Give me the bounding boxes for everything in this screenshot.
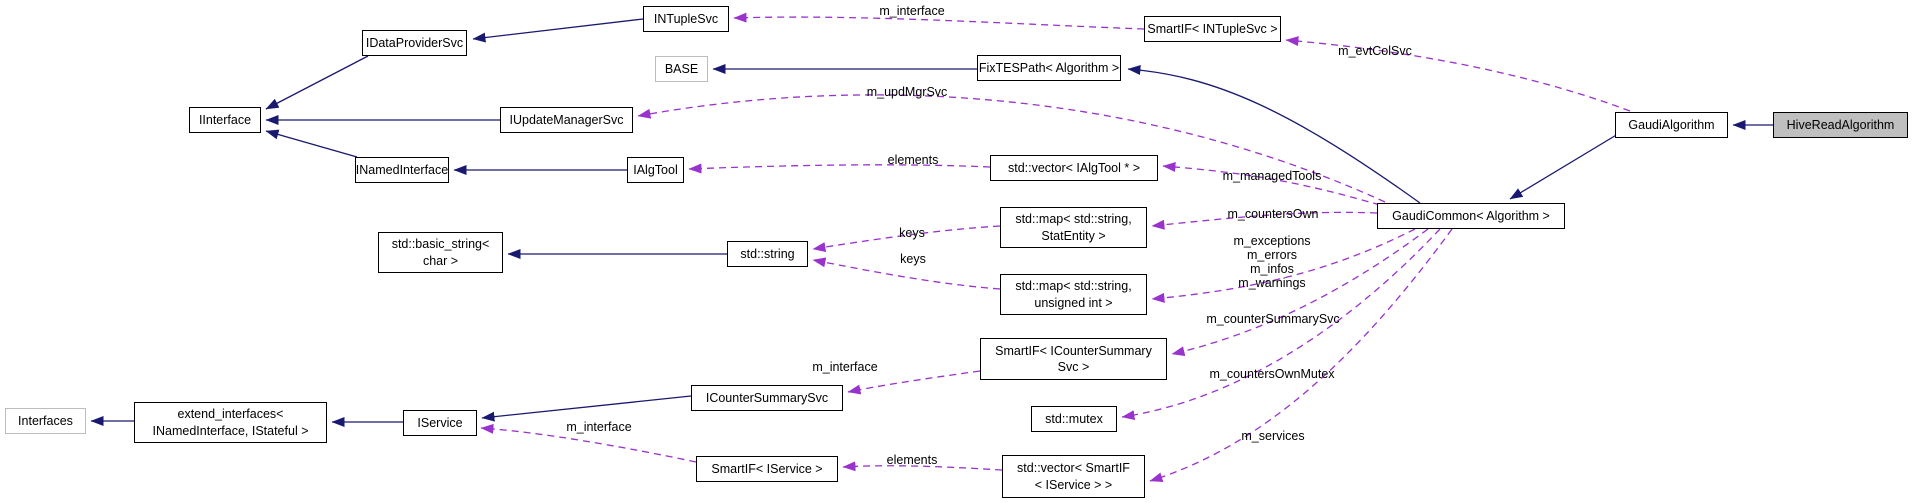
edge-label-m-interface-icountersummarysvc: m_interface [812, 360, 878, 374]
node-smartif-intuplesvc[interactable]: SmartIF< INTupleSvc > [1144, 16, 1281, 42]
edge-usage-mapstatentity-stdstring [812, 225, 1001, 252]
edge-inherit-inamedinterface-iinterface [265, 129, 358, 158]
node-std-basic-string[interactable]: std::basic_string< char > [378, 232, 503, 273]
edge-label-m-countersown: m_countersOwn [1227, 207, 1319, 221]
edge-label-m-interface-iservice: m_interface [566, 420, 632, 434]
node-intuplesvc[interactable]: INTupleSvc [643, 6, 729, 32]
node-smartif-iservice[interactable]: SmartIF< IService > [696, 456, 838, 482]
node-map-string-statentity[interactable]: std::map< std::string, StatEntity > [1000, 207, 1147, 248]
edge-label-m-updmgrsvc: m_updMgrSvc [866, 85, 948, 99]
node-icountersummarysvc[interactable]: ICounterSummarySvc [691, 385, 843, 411]
edge-usage-gaudicommon-stdmutex [1121, 228, 1441, 421]
node-map-string-unsignedint[interactable]: std::map< std::string, unsigned int > [1000, 274, 1147, 315]
node-fixtespath-algorithm[interactable]: FixTESPath< Algorithm > [977, 55, 1121, 81]
node-std-string[interactable]: std::string [727, 241, 808, 267]
edge-usage-smartifiservice-iservice [480, 423, 697, 463]
node-idataprovidersvc[interactable]: IDataProviderSvc [362, 30, 467, 56]
edge-label-m-message-counts: m_exceptions m_errors m_infos m_warnings [1233, 234, 1311, 290]
node-extend-interfaces[interactable]: extend_interfaces< INamedInterface, ISta… [134, 402, 327, 443]
edge-usage-gaudicommon-mapunsigned [1151, 228, 1416, 303]
node-hivereadalgorithm: HiveReadAlgorithm [1773, 112, 1908, 138]
edge-inherit-gaudialgorithm-gaudicommon [1509, 133, 1619, 200]
node-iupdatemanagersvc[interactable]: IUpdateManagerSvc [500, 107, 633, 133]
edge-inherit-icountersummarysvc-iservice [481, 395, 692, 422]
edge-label-keys-upper: keys [899, 226, 925, 240]
node-interfaces: Interfaces [5, 408, 86, 434]
node-vector-smartif-iservice[interactable]: std::vector< SmartIF < IService > > [1002, 455, 1145, 498]
edge-usage-gaudicommon-mapstatentity [1151, 211, 1378, 230]
edge-inherit-intuplesvc-idataprovidersvc [472, 18, 644, 43]
node-iservice[interactable]: IService [403, 410, 477, 436]
edge-label-m-countersownmutex: m_countersOwnMutex [1209, 367, 1335, 381]
node-vector-ialgtool[interactable]: std::vector< IAlgTool * > [990, 155, 1158, 181]
edge-label-m-services: m_services [1241, 429, 1305, 443]
edge-usage-smartifintuplesvc-intuplesvc [733, 12, 1145, 30]
edge-label-elements-iservice: elements [886, 453, 938, 467]
edge-usage-gaudicommon-smartificountersummarysvc [1171, 228, 1429, 357]
edge-usage-vectorsmartifiservice-smartifiservice [842, 461, 1003, 472]
edge-usage-mapunsigned-stdstring [812, 257, 1001, 290]
node-inamedinterface[interactable]: INamedInterface [355, 157, 449, 183]
edge-usage-gaudicommon-vectorsmartifiservice [1149, 228, 1453, 483]
edge-usage-gaudicommon-vectorialgtool [1162, 162, 1381, 206]
node-iinterface[interactable]: IInterface [189, 107, 261, 133]
node-std-mutex[interactable]: std::mutex [1031, 406, 1117, 432]
node-gaudicommon-algorithm[interactable]: GaudiCommon< Algorithm > [1377, 203, 1565, 229]
node-gaudialgorithm[interactable]: GaudiAlgorithm [1615, 112, 1728, 138]
edge-label-m-interface-intuplesvc: m_interface [879, 4, 945, 18]
edge-label-elements-ialgtool: elements [887, 153, 939, 167]
edge-label-m-managedtools: m_managedTools [1222, 169, 1322, 183]
edge-label-m-evtcolsvc: m_evtColSvc [1338, 44, 1412, 58]
edge-usage-smartificountersummarysvc-icountersummarysvc [847, 370, 981, 395]
edge-label-keys-lower: keys [900, 252, 926, 266]
edge-label-m-countersummarysvc: m_counterSummarySvc [1206, 312, 1340, 326]
node-smartif-icountersummarysvc[interactable]: SmartIF< ICounterSummary Svc > [980, 338, 1167, 380]
edge-inherit-idataprovidersvc-iinterface [265, 55, 369, 110]
edge-usage-vectorialgtool-ialgtool [688, 163, 991, 174]
edge-inherit-gaudicommon-fixtespath [1127, 65, 1421, 204]
node-ialgtool[interactable]: IAlgTool [627, 157, 684, 183]
edge-usage-gaudicommon-iupdatemanagersvc [637, 94, 1386, 203]
edge-usage-gaudialgorithm-smartifintuplesvc [1285, 36, 1631, 112]
node-base: BASE [655, 56, 708, 82]
